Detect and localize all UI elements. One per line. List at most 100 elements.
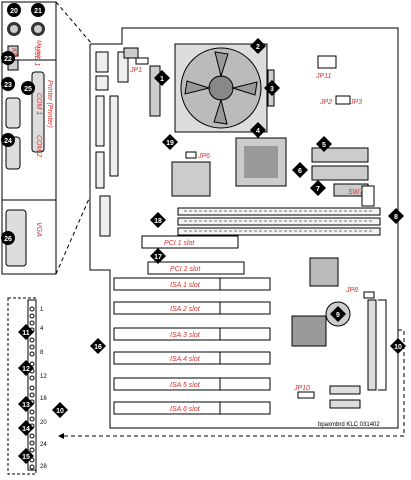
com2-label: COM 2 (35, 135, 42, 157)
callout-22: 22 (1, 51, 15, 65)
printer-label: Printer (Printer) (46, 80, 53, 128)
svg-text:16: 16 (94, 344, 102, 351)
callout-25: 25 (21, 81, 35, 95)
rear-components (95, 51, 129, 237)
pin-label: 12 (40, 374, 47, 380)
svg-text:18: 18 (154, 218, 162, 225)
pin-label: 1 (40, 307, 44, 313)
svg-text:23: 23 (4, 82, 12, 89)
pin-label: 16 (40, 396, 47, 402)
callout-10b: 10 (52, 402, 68, 418)
svg-text:6: 6 (298, 168, 302, 175)
jp10-label: JP10 (293, 385, 310, 392)
isa1-label: ISA 1 slot (170, 282, 201, 289)
mouse-label: Mouse (35, 40, 41, 59)
southbridge-chip (309, 257, 339, 287)
svg-text:21: 21 (34, 8, 42, 15)
jp8-block (363, 291, 375, 299)
svg-text:19: 19 (166, 140, 174, 147)
callout-19: 19 (162, 134, 178, 150)
pin-label: 24 (40, 442, 47, 448)
jp11-label: JP11 (315, 73, 332, 80)
jp6-label: JP6 (197, 153, 210, 160)
svg-text:10: 10 (394, 344, 402, 351)
pci-slot-1 (141, 235, 239, 249)
svg-text:24: 24 (4, 138, 12, 145)
callout-1: 1 (154, 70, 170, 86)
isa6-label: ISA 6 slot (170, 406, 201, 413)
callout-10: 10 (390, 338, 406, 354)
jp8-label: JP8 (345, 287, 358, 294)
jp2-jp3-block (335, 95, 351, 105)
super-io-chip (291, 315, 327, 347)
callout-20: 20 (7, 3, 21, 17)
svg-text:3: 3 (270, 86, 274, 93)
pin-label: 8 (40, 350, 44, 356)
svg-text:26: 26 (4, 236, 12, 243)
io-chip (171, 161, 211, 197)
isa2-label: ISA 2 slot (170, 306, 201, 313)
callout-26: 26 (1, 231, 15, 245)
callout-17: 17 (150, 248, 166, 264)
svg-text:22: 22 (4, 56, 12, 63)
callout-13: 13 (18, 396, 34, 412)
vga-label: VGA (35, 222, 42, 237)
jp1-label: JP1 (129, 67, 142, 74)
com1-label: COM 1 (35, 93, 42, 115)
svg-text:4: 4 (256, 128, 260, 135)
callout-18: 18 (150, 212, 166, 228)
svg-text:7: 7 (316, 186, 320, 193)
callout-7: 7 (310, 180, 326, 196)
jp10-block (297, 391, 315, 399)
isa3-label: ISA 3 slot (170, 332, 201, 339)
isa-slots (113, 277, 271, 415)
svg-text:15: 15 (22, 454, 30, 461)
kb-label: KB (10, 48, 17, 58)
svg-text:8: 8 (394, 214, 398, 221)
jp2-label: JP2 (319, 99, 332, 106)
callout-11: 11 (18, 324, 34, 340)
svg-text:10: 10 (56, 408, 64, 415)
callout-5: 5 (316, 136, 332, 152)
ide-connector (367, 299, 377, 391)
callout-8: 8 (388, 208, 404, 224)
jp3-label: JP3 (349, 99, 362, 106)
svg-text:13: 13 (22, 402, 30, 409)
callout-12: 12 (18, 360, 34, 376)
svg-text:17: 17 (154, 254, 162, 261)
pci1-label: PCI 1 slot (164, 240, 195, 247)
pci2-label: PCI 2 slot (170, 266, 201, 273)
credit-text: bpaxmbrd KLC 031402 (318, 422, 380, 428)
svg-text:25: 25 (24, 86, 32, 93)
callout-16: 16 (90, 338, 106, 354)
callout-21: 21 (31, 3, 45, 17)
pin-label: 4 (40, 326, 44, 332)
svg-text:2: 2 (256, 44, 260, 51)
sw1-switch (361, 185, 375, 207)
jp1-block (135, 57, 149, 65)
svg-text:1: 1 (160, 76, 164, 83)
svg-text:12: 12 (22, 366, 30, 373)
jp11-block (317, 55, 337, 69)
isa5-label: ISA 5 slot (170, 382, 201, 389)
callout-4: 4 (250, 122, 266, 138)
callout-6: 6 (292, 162, 308, 178)
pci-slot-2 (147, 261, 245, 275)
callout-15: 15 (18, 448, 34, 464)
callout-24: 24 (1, 133, 15, 147)
jp6-block (185, 151, 197, 159)
svg-text:5: 5 (322, 142, 326, 149)
com1-connector (5, 97, 21, 129)
callout-23: 23 (1, 77, 15, 91)
isa4-label: ISA 4 slot (170, 356, 201, 363)
svg-text:9: 9 (336, 312, 340, 319)
usb-label: USB 1 (33, 46, 40, 66)
svg-text:14: 14 (22, 426, 30, 433)
cpu-fan (174, 43, 268, 133)
svg-text:20: 20 (10, 8, 18, 15)
callout-9: 9 (330, 306, 346, 322)
pin-label: 20 (40, 420, 47, 426)
svg-text:11: 11 (22, 330, 30, 337)
callout-14: 14 (18, 420, 34, 436)
